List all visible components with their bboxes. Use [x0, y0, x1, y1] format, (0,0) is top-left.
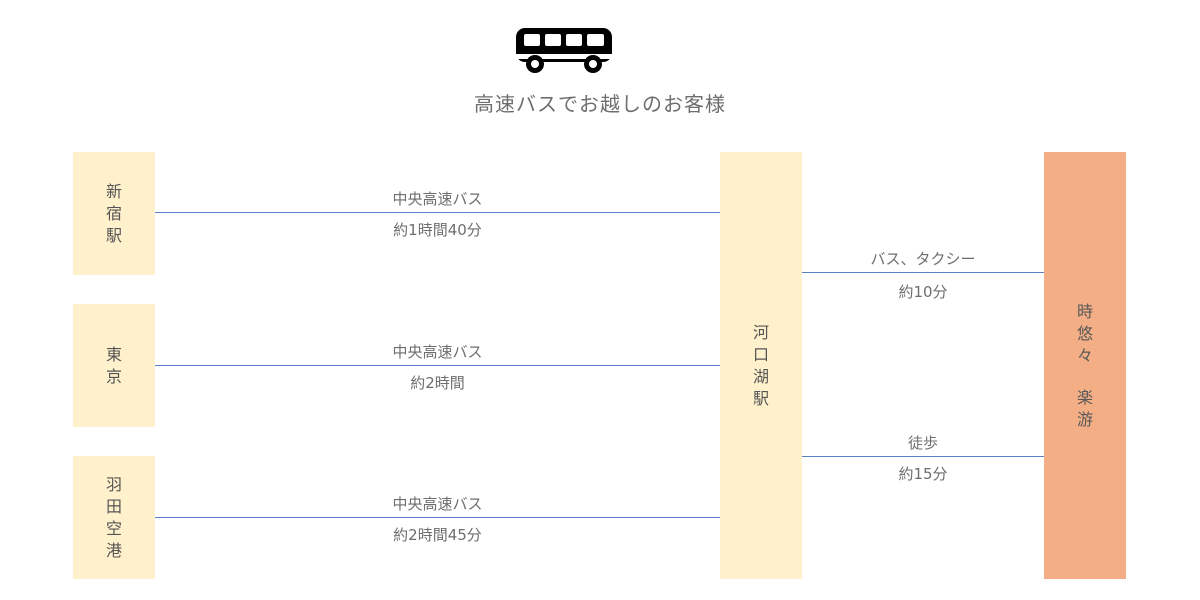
station-kawaguchiko: 河 口 湖 駅: [720, 152, 802, 579]
station-char: 空: [105, 518, 122, 538]
destination-char: 悠: [1076, 323, 1093, 343]
route-haneda-line: [155, 517, 720, 518]
station-char: 駅: [752, 388, 769, 408]
station-tokyo: 東 京: [73, 304, 155, 427]
route-tokyo-mode: 中央高速バス: [392, 343, 483, 361]
route-bus-taxi-mode: バス、タクシー: [870, 250, 976, 268]
route-haneda-duration: 約2時間45分: [393, 526, 482, 544]
page-title: 高速バスでお越しのお客様: [474, 92, 726, 116]
route-bus-taxi-line: [802, 272, 1044, 273]
station-char: 京: [105, 366, 122, 386]
destination-char: 時: [1076, 301, 1093, 321]
station-char: 口: [752, 344, 769, 364]
bus-icon: [514, 28, 614, 73]
route-bus-taxi-duration: 約10分: [898, 283, 948, 301]
station-char: 駅: [105, 225, 122, 245]
destination-char: 游: [1076, 409, 1093, 429]
station-char: 東: [105, 344, 122, 364]
route-tokyo-line: [155, 365, 720, 366]
station-char: 田: [105, 496, 122, 516]
station-char: 新: [105, 181, 122, 201]
route-shinjuku-mode: 中央高速バス: [392, 190, 483, 208]
route-walk-line: [802, 456, 1044, 457]
station-char: 羽: [105, 474, 122, 494]
station-char: 湖: [752, 366, 769, 386]
route-walk-mode: 徒歩: [907, 434, 938, 452]
station-char: 河: [752, 322, 769, 342]
route-haneda-mode: 中央高速バス: [392, 495, 483, 513]
route-walk-duration: 約15分: [898, 465, 948, 483]
destination-char: 々: [1076, 345, 1093, 365]
route-tokyo-duration: 約2時間: [410, 374, 465, 392]
station-char: 港: [105, 540, 122, 560]
route-shinjuku-line: [155, 212, 720, 213]
route-shinjuku-duration: 約1時間40分: [393, 221, 482, 239]
station-shinjuku: 新 宿 駅: [73, 152, 155, 275]
station-char: 宿: [105, 203, 122, 223]
destination-jiyuyu-rakuyu: 時 悠 々 楽 游: [1044, 152, 1126, 579]
station-haneda: 羽 田 空 港: [73, 456, 155, 579]
destination-char: 楽: [1076, 387, 1093, 407]
